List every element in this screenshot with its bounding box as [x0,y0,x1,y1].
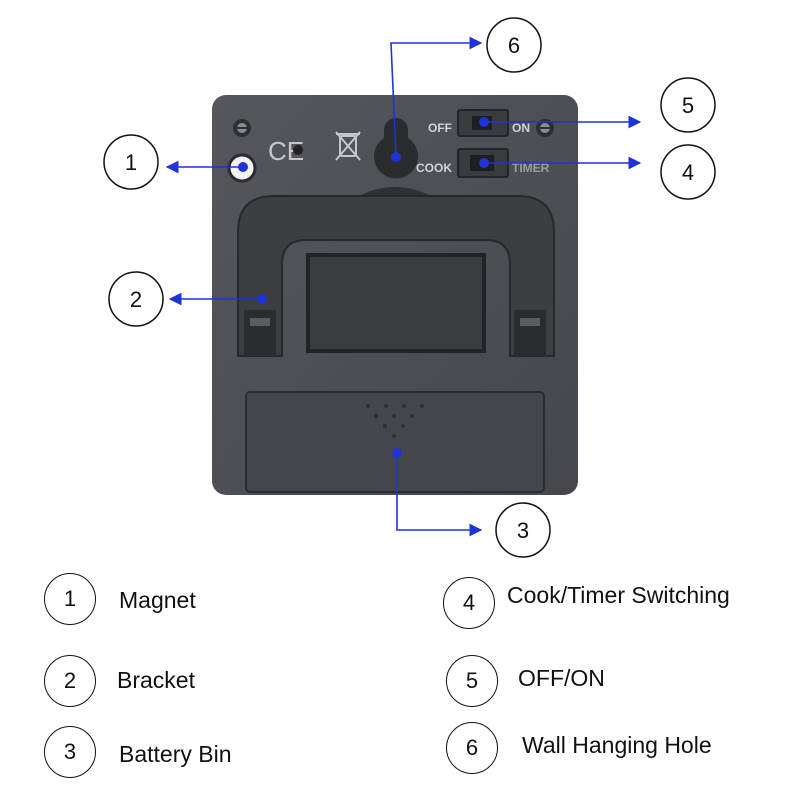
callout-1-number: 1 [125,150,137,175]
screw-left-icon [233,119,251,137]
legend-number: 5 [446,655,498,707]
legend-label: Wall Hanging Hole [522,732,712,758]
timer-label: TIMER [512,161,550,175]
leader-line-3 [396,453,483,537]
callout-5-number: 5 [682,93,694,118]
on-label: ON [512,121,530,135]
display-window [306,253,486,353]
legend-label: Magnet [119,587,196,613]
callout-4-number: 4 [682,160,694,185]
off-label: OFF [428,121,452,135]
screw-right-icon [536,119,554,137]
legend-label: Battery Bin [119,741,232,767]
legend-label: Bracket [117,667,195,693]
callout-6-circle [486,17,542,73]
battery-bin [245,391,545,493]
callout-5-circle [660,77,716,133]
legend-number: 2 [44,655,96,707]
small-hole [293,145,303,155]
callout-2-circle [108,271,164,327]
legend-number: 4 [443,577,495,629]
legend-label: OFF/ON [518,665,605,691]
callout-2-number: 2 [130,287,142,312]
cook-label: COOK [416,161,452,175]
battery-vent-dots [366,404,424,438]
callout-1-circle [103,134,159,190]
callout-3-circle [495,502,551,558]
callout-6-number: 6 [508,33,520,58]
device-illustration: CE OFF ON COOK TIMER [103,17,716,558]
callout-3-number: 3 [517,518,529,543]
legend-number: 1 [44,573,96,625]
bracket [237,195,555,357]
callout-4-circle [660,144,716,200]
leader-line-6 [390,36,483,158]
legend-number: 6 [446,722,498,774]
legend-label: Cook/Timer Switching [507,582,730,608]
weee-bin-icon [335,131,361,161]
legend-number: 3 [44,726,96,778]
